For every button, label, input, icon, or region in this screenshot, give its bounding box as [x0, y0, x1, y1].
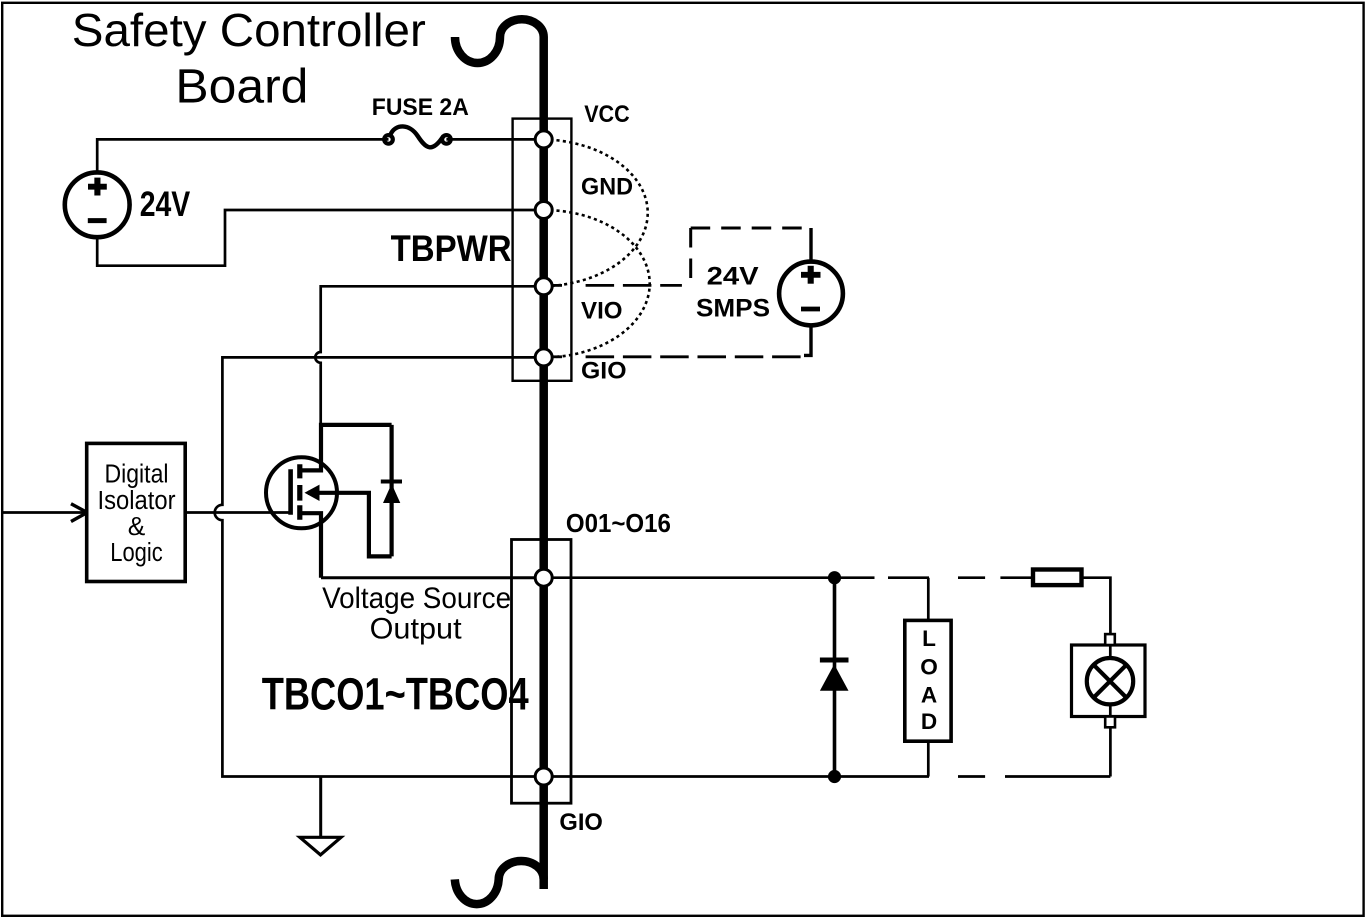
svg-text:TBCO1~TBCO4: TBCO1~TBCO4 — [262, 668, 529, 719]
svg-text:FUSE 2A: FUSE 2A — [372, 94, 469, 121]
svg-text:VIO: VIO — [581, 298, 623, 325]
svg-text:SMPS: SMPS — [696, 294, 770, 322]
svg-text:GIO: GIO — [559, 809, 603, 836]
svg-text:&: & — [128, 513, 146, 541]
svg-text:TBPWR: TBPWR — [391, 228, 512, 269]
svg-text:Digital: Digital — [105, 461, 169, 489]
svg-text:VCC: VCC — [584, 101, 630, 128]
svg-text:L: L — [922, 626, 936, 651]
svg-text:Logic: Logic — [110, 539, 163, 567]
svg-text:GND: GND — [581, 174, 633, 200]
svg-text:A: A — [921, 682, 937, 707]
svg-text:Output: Output — [370, 613, 463, 646]
svg-text:Isolator: Isolator — [98, 487, 176, 515]
svg-text:24V: 24V — [140, 185, 191, 224]
svg-text:D: D — [921, 709, 937, 734]
svg-text:Voltage Source: Voltage Source — [322, 582, 511, 615]
svg-text:GIO: GIO — [581, 358, 627, 385]
svg-text:24V: 24V — [707, 263, 759, 291]
svg-text:Safety Controller: Safety Controller — [72, 4, 426, 56]
svg-text:O: O — [920, 655, 938, 680]
svg-text:Board: Board — [175, 60, 308, 113]
svg-text:O01~O16: O01~O16 — [566, 508, 671, 538]
